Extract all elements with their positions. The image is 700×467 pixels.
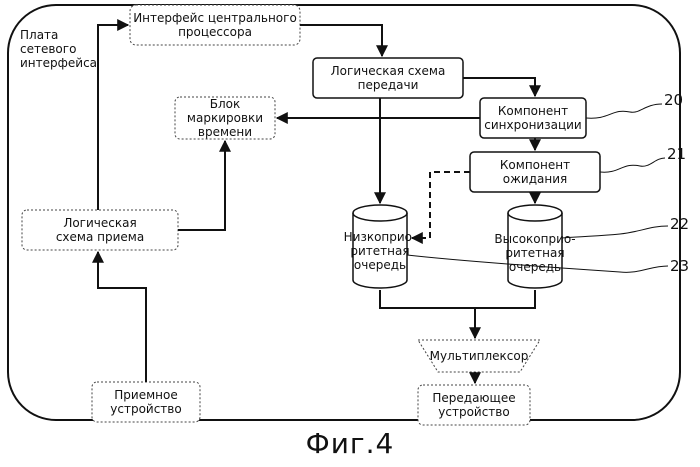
low-queue-label: Низкоприо-ритетнаяочередь [340,230,420,272]
ref-21-leader [600,158,665,172]
tx-to-sync-arrow [463,78,535,96]
rx-to-timestamp-arrow [178,141,225,230]
ref-20: 20 [664,92,683,108]
board-label: Платасетевогоинтерфейса [20,28,97,70]
timestamp-label: Блокмаркировкивремени [175,97,275,139]
wait-component-label: Компонентожидания [470,158,600,186]
tx-logic-label: Логическая схемапередачи [313,64,463,92]
ref-22: 22 [670,216,689,232]
cpu-to-tx-arrow [300,25,382,56]
rx-logic-label: Логическаясхема приема [22,216,178,244]
receiver-to-rx-arrow [98,252,146,382]
ref-20-leader [586,104,662,118]
ref-23: 23 [670,258,689,274]
high-queue-label: Высокоприо-ритетнаяочередь [492,232,578,274]
wait-to-low-queue-dashed [412,172,470,238]
queues-to-mux-arrow [380,290,535,338]
receiver-label: Приемноеустройство [92,388,200,416]
figure-caption: Фиг.4 [300,428,400,460]
cpu-interface-label: Интерфейс центральногопроцессора [130,11,300,39]
ref-21: 21 [667,146,686,162]
multiplexer-label: Мультиплексор [418,349,540,363]
transmitter-label: Передающееустройство [418,391,530,419]
rx-to-cpu-arrow [98,25,128,210]
sync-component-label: Компонентсинхронизации [480,104,586,132]
